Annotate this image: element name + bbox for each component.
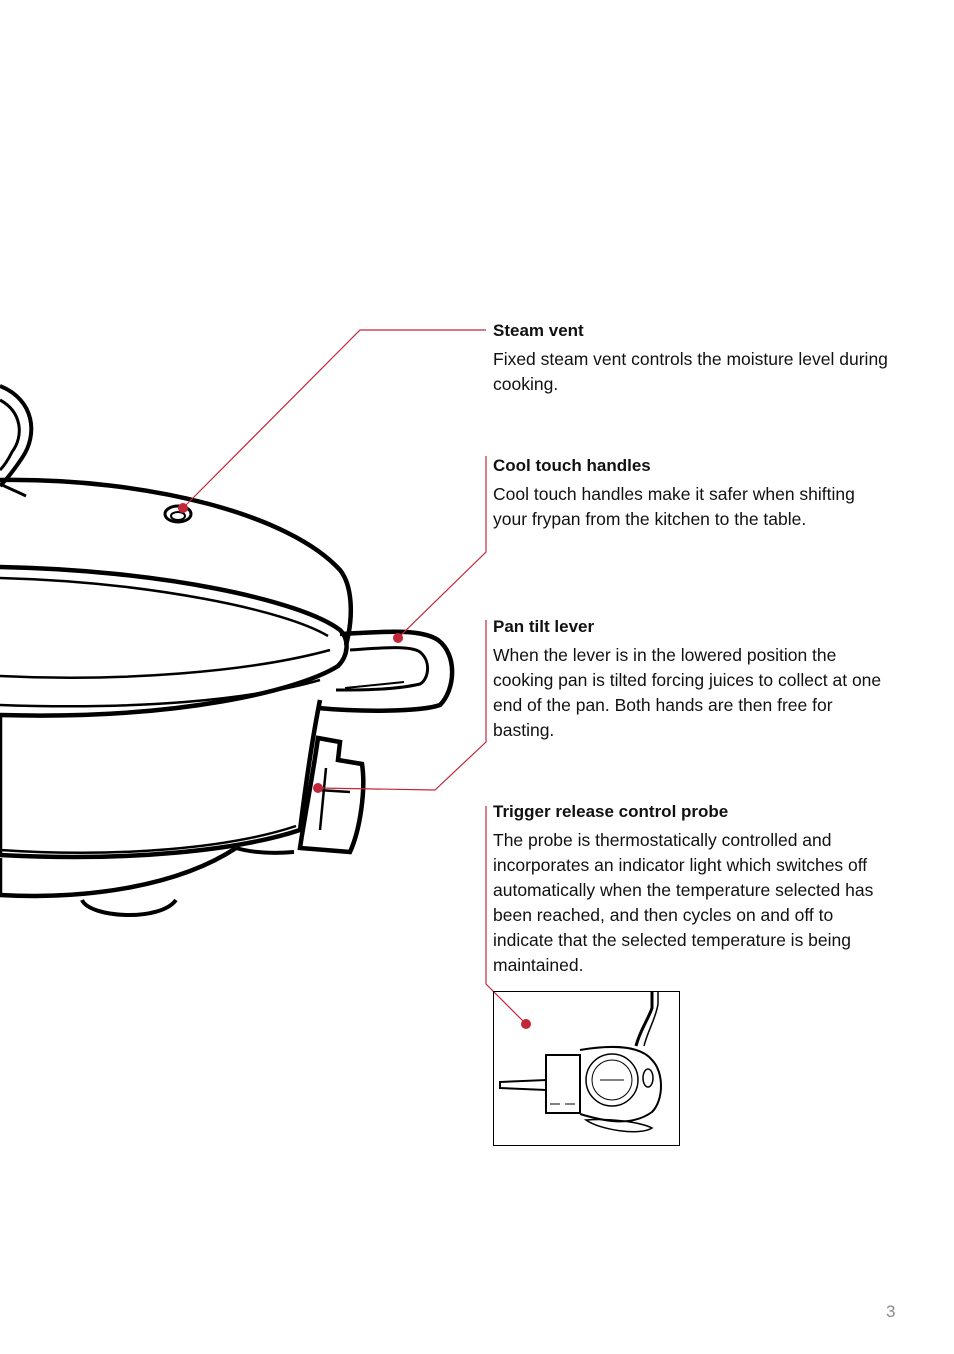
- lid-outline: [0, 477, 353, 646]
- feature-control-probe: Trigger release control probe The probe …: [493, 801, 893, 978]
- lid-rim: [0, 564, 349, 718]
- callout-dot-steam-vent: [178, 503, 188, 513]
- tilt-lever: [297, 735, 366, 855]
- pan-body: [0, 699, 323, 860]
- feature-cool-touch-handles: Cool touch handles Cool touch handles ma…: [493, 455, 893, 532]
- side-handle: [317, 629, 455, 713]
- callout-lines: [182, 329, 527, 1025]
- feature-title: Trigger release control probe: [493, 802, 729, 821]
- callout-dot-probe: [521, 1019, 531, 1029]
- page-number: 3: [886, 1302, 896, 1321]
- feature-description: Cool touch handles make it safer when sh…: [493, 484, 855, 529]
- callout-dot-lever: [313, 783, 323, 793]
- feature-description: Fixed steam vent controls the moisture l…: [493, 349, 888, 394]
- feature-description: The probe is thermostatically controlled…: [493, 830, 874, 975]
- probe-inset-frame: [493, 991, 680, 1146]
- feature-title: Steam vent: [493, 321, 584, 340]
- feature-pan-tilt-lever: Pan tilt lever When the lever is in the …: [493, 616, 893, 743]
- lid-handle: [0, 384, 34, 488]
- control-probe-illustration: [499, 992, 662, 1133]
- feature-description: When the lever is in the lowered positio…: [493, 645, 882, 740]
- feature-steam-vent: Steam vent Fixed steam vent controls the…: [493, 320, 893, 397]
- callout-dot-handle: [393, 633, 403, 643]
- pan-base: [0, 846, 238, 899]
- feature-title: Pan tilt lever: [493, 617, 595, 636]
- pan-foot: [80, 898, 178, 918]
- feature-title: Cool touch handles: [493, 456, 651, 475]
